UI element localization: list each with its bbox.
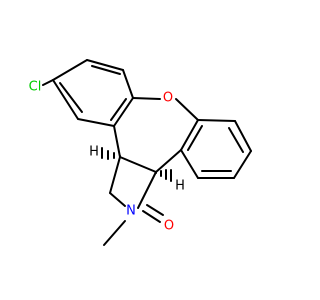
bond (52, 79, 79, 120)
bond (137, 171, 157, 209)
bond (110, 98, 127, 121)
bond (180, 119, 199, 151)
hashed-wedge-bottom (155, 169, 172, 182)
bond (113, 97, 134, 127)
bond (77, 118, 115, 127)
bond (233, 150, 252, 179)
stereo-hydrogen-top-label: H (89, 145, 99, 160)
bond-lines (42, 59, 252, 246)
bond (197, 119, 236, 122)
carbonyl-oxygen-atom-label: O (164, 219, 174, 234)
bond (42, 79, 54, 86)
bond (187, 125, 203, 151)
bond (119, 156, 157, 173)
bond (109, 192, 126, 207)
bond (91, 65, 121, 75)
bond (59, 82, 83, 113)
bond (109, 156, 121, 194)
bond (228, 127, 244, 153)
chlorine-atom-label: Cl (29, 80, 42, 95)
bond (113, 125, 121, 158)
bond (132, 97, 161, 100)
nitrogen-atom-label: N (126, 204, 136, 219)
bond (122, 69, 134, 99)
bond (103, 220, 126, 246)
bond (146, 204, 164, 216)
ether-oxygen-atom-label: O (163, 91, 173, 106)
bond (52, 59, 88, 81)
bond (155, 149, 182, 173)
bond (86, 59, 124, 71)
bond (180, 149, 199, 179)
bond (234, 120, 252, 152)
bond (175, 98, 199, 121)
hashed-wedge-top (101, 147, 121, 160)
stereo-hydrogen-bottom-label: H (175, 179, 185, 194)
chemical-structure: Cl O N O H H (29, 59, 252, 246)
bond (142, 210, 161, 223)
